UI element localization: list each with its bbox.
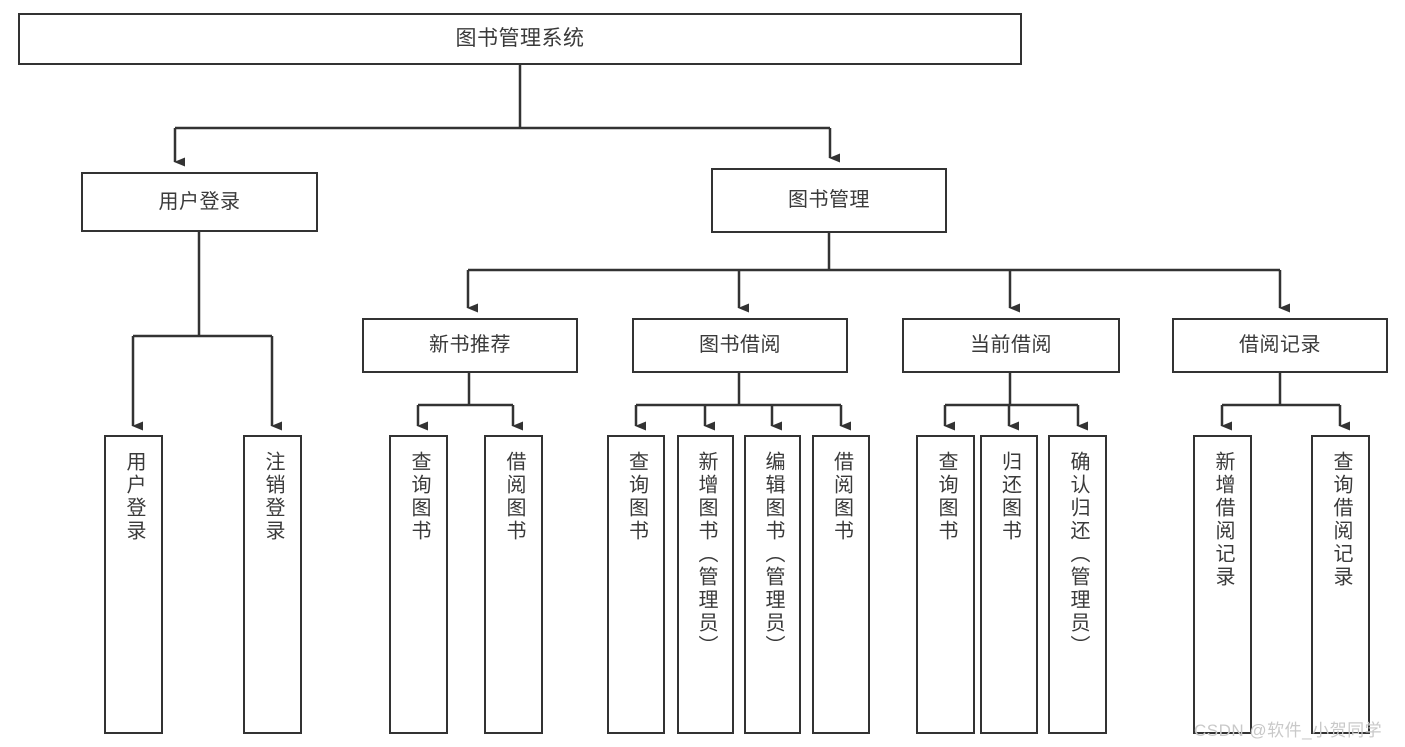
node-label: 当前借阅 <box>970 334 1052 356</box>
node-label: 图书管理 <box>788 189 870 211</box>
node-label: 新增借阅记录 <box>1212 451 1234 589</box>
node-label: 图书借阅 <box>699 334 781 356</box>
node-label: 用户登录 <box>123 451 145 543</box>
leaf-node-bookborrow-borrow-book[interactable]: 借阅图书 <box>812 435 870 734</box>
leaf-node-bookborrow-query-book[interactable]: 查询图书 <box>607 435 665 734</box>
node-label: 图书管理系统 <box>455 26 585 50</box>
node-label: 查询图书 <box>625 451 648 543</box>
node-label: 确认归还（管理员） <box>1067 451 1089 658</box>
leaf-node-borrowrecord-add-record[interactable]: 新增借阅记录 <box>1193 435 1252 734</box>
node-user-login[interactable]: 用户登录 <box>81 172 318 232</box>
leaf-node-user-login-logout[interactable]: 注销登录 <box>243 435 302 734</box>
node-label: 借阅图书 <box>503 451 525 543</box>
node-borrowing-record[interactable]: 借阅记录 <box>1172 318 1388 373</box>
leaf-node-bookborrow-add-book-admin[interactable]: 新增图书（管理员） <box>677 435 734 734</box>
node-new-book-recommendation[interactable]: 新书推荐 <box>362 318 578 373</box>
node-label: 查询图书 <box>935 451 957 543</box>
leaf-node-newbook-query-book[interactable]: 查询图书 <box>389 435 448 734</box>
node-label: 借阅图书 <box>830 451 853 543</box>
node-label: 查询图书 <box>408 451 430 543</box>
leaf-node-user-login-login[interactable]: 用户登录 <box>104 435 163 734</box>
csdn-watermark: CSDN @软件_小贺同学 <box>1194 721 1383 740</box>
node-label: 归还图书 <box>998 451 1021 543</box>
node-label: 新增图书（管理员） <box>695 451 717 658</box>
leaf-node-currentborrow-confirm-return-admin[interactable]: 确认归还（管理员） <box>1048 435 1107 734</box>
node-book-management-system[interactable]: 图书管理系统 <box>18 13 1022 65</box>
node-book-management[interactable]: 图书管理 <box>711 168 947 233</box>
node-label: 借阅记录 <box>1239 334 1321 356</box>
leaf-node-newbook-borrow-book[interactable]: 借阅图书 <box>484 435 543 734</box>
node-label: 注销登录 <box>262 451 284 543</box>
node-label: 编辑图书（管理员） <box>762 451 784 658</box>
leaf-node-currentborrow-query-book[interactable]: 查询图书 <box>916 435 975 734</box>
leaf-node-borrowrecord-query-record[interactable]: 查询借阅记录 <box>1311 435 1370 734</box>
node-label: 新书推荐 <box>429 334 511 356</box>
node-current-borrowing[interactable]: 当前借阅 <box>902 318 1120 373</box>
leaf-node-currentborrow-return-book[interactable]: 归还图书 <box>980 435 1038 734</box>
node-book-borrowing[interactable]: 图书借阅 <box>632 318 848 373</box>
leaf-node-bookborrow-edit-book-admin[interactable]: 编辑图书（管理员） <box>744 435 801 734</box>
node-label: 用户登录 <box>158 190 241 213</box>
node-label: 查询借阅记录 <box>1330 451 1352 589</box>
